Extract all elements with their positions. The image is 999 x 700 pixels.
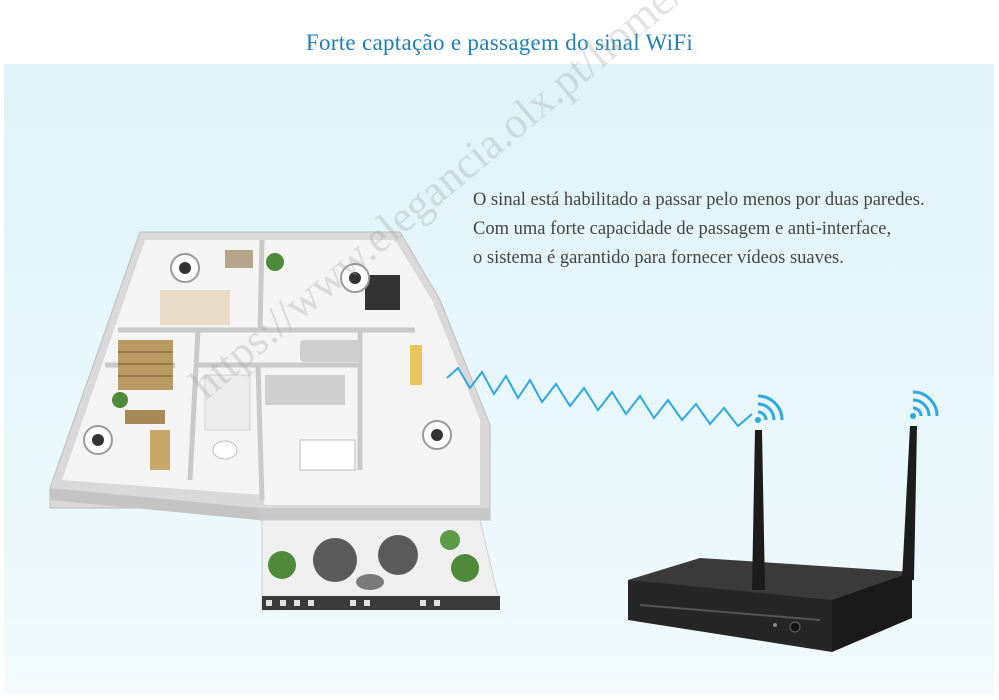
wifi-signal-wave [446,366,753,428]
bed-icon [160,290,230,325]
camera-icon [340,263,370,293]
plant-icon [266,253,284,271]
wifi-icon [910,390,939,419]
dining-table-icon [299,439,356,471]
plant-icon [112,392,128,408]
camera-icon [170,253,200,283]
wifi-icon [755,394,784,423]
patio-table-icon [378,535,418,575]
nvr-recorder [628,426,917,652]
camera-icon [83,425,113,455]
house-floorplan [49,231,501,611]
description-block: O sinal está habilitado a passar pelo me… [473,186,983,273]
bookshelf-icon [118,340,173,390]
plant-icon [451,554,479,582]
camera-icon [422,420,452,450]
antenna-right [902,426,917,580]
description-line-2: Com uma forte capacidade de passagem e a… [473,219,892,239]
antenna-left [752,430,765,590]
plant-icon [268,551,296,579]
description-line-1: O sinal está habilitado a passar pelo me… [473,190,925,210]
page-title: Forte captação e passagem do sinal WiFi [305,30,694,55]
description-line-3: o sistema é garantido para fornecer víde… [473,248,844,268]
piano-icon [365,275,400,310]
patio-table-icon [313,538,357,582]
